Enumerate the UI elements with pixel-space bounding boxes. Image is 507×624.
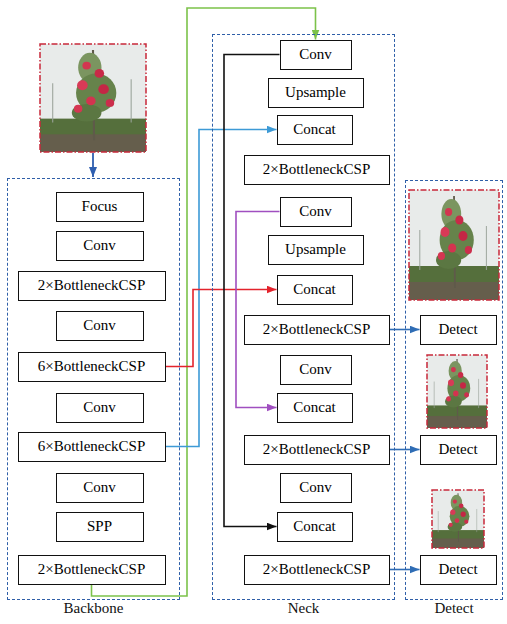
layer-label: Concat <box>293 518 336 535</box>
layer-label: 6×BottleneckCSP <box>38 358 146 375</box>
layer-label: Conv <box>83 237 116 254</box>
layer-label: Conv <box>299 46 332 63</box>
layer-label: 2×BottleneckCSP <box>263 441 371 458</box>
region-label: Neck <box>183 600 424 617</box>
layer-box: Conv <box>56 231 144 261</box>
layer-box: Conv <box>56 393 144 423</box>
stage-region: BackboneFocusConv2×BottleneckCSPConv6×Bo… <box>7 178 180 600</box>
layer-label: 2×BottleneckCSP <box>263 561 371 578</box>
layer-label: Concat <box>293 399 336 416</box>
stage-region: NeckConvUpsampleConcat2×BottleneckCSPCon… <box>212 34 395 600</box>
layer-box: Conv <box>56 311 144 341</box>
layer-box: Concat <box>277 115 353 145</box>
layer-box: 6×BottleneckCSP <box>18 432 166 462</box>
layer-label: Upsample <box>285 241 346 258</box>
layer-box: Conv <box>280 197 352 227</box>
layer-box: Upsample <box>268 78 364 108</box>
output-photo <box>409 190 499 300</box>
layer-box: 2×BottleneckCSP <box>244 315 390 345</box>
layer-label: 2×BottleneckCSP <box>263 321 371 338</box>
layer-box: 2×BottleneckCSP <box>244 435 390 465</box>
layer-box: Focus <box>56 192 144 222</box>
layer-box: Detect <box>420 435 497 465</box>
layer-label: Detect <box>438 441 477 458</box>
layer-box: 2×BottleneckCSP <box>18 555 166 585</box>
layer-label: Detect <box>438 561 477 578</box>
layer-label: Detect <box>438 321 477 338</box>
layer-label: Focus <box>82 198 118 215</box>
layer-box: 6×BottleneckCSP <box>18 352 166 382</box>
layer-label: Concat <box>293 281 336 298</box>
layer-label: SPP <box>87 518 112 535</box>
layer-box: Detect <box>420 315 497 345</box>
layer-label: Concat <box>293 121 336 138</box>
layer-box: Conv <box>280 355 352 385</box>
layer-label: 6×BottleneckCSP <box>38 438 146 455</box>
input-arrow <box>92 153 94 177</box>
layer-box: Concat <box>277 275 353 305</box>
layer-box: Upsample <box>268 235 364 265</box>
layer-label: Conv <box>83 317 116 334</box>
output-photo <box>427 355 487 428</box>
layer-label: Upsample <box>285 84 346 101</box>
layer-label: 2×BottleneckCSP <box>38 277 146 294</box>
layer-box: 2×BottleneckCSP <box>244 555 390 585</box>
layer-box: SPP <box>56 512 144 542</box>
layer-box: Conv <box>280 40 352 70</box>
layer-box: 2×BottleneckCSP <box>18 271 166 301</box>
layer-label: 2×BottleneckCSP <box>263 161 371 178</box>
layer-label: Conv <box>299 203 332 220</box>
layer-box: 2×BottleneckCSP <box>244 155 390 185</box>
layer-box: Concat <box>277 512 353 542</box>
layer-label: Conv <box>299 361 332 378</box>
input-photo <box>40 44 146 152</box>
layer-box: Detect <box>420 555 497 585</box>
layer-box: Conv <box>56 473 144 503</box>
layer-label: Conv <box>83 399 116 416</box>
output-photo <box>432 490 484 548</box>
layer-label: Conv <box>299 479 332 496</box>
region-label: Backbone <box>0 600 209 617</box>
stage-region: DetectDetectDetectDetect <box>405 180 503 600</box>
layer-label: 2×BottleneckCSP <box>38 561 146 578</box>
layer-box: Conv <box>280 473 352 503</box>
region-label: Detect <box>376 600 507 617</box>
layer-label: Conv <box>83 479 116 496</box>
layer-box: Concat <box>277 393 353 423</box>
